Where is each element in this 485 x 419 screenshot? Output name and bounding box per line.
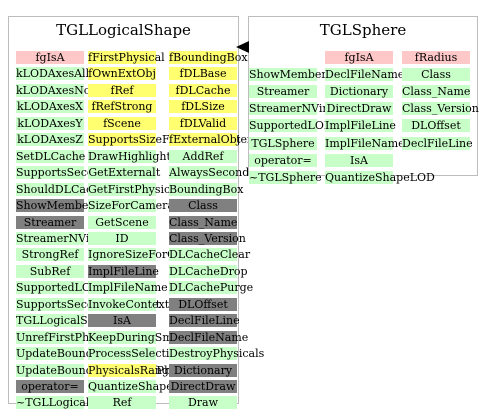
member-cell: fDLBase xyxy=(169,67,237,81)
member-cell: TGLLogicalShape xyxy=(16,314,115,328)
member-cell: fDLValid xyxy=(169,116,237,130)
member-cell: DirectDraw xyxy=(169,380,237,393)
member-cell: ID xyxy=(88,231,156,245)
member-cell: Draw xyxy=(169,396,237,410)
member-cell: ~TGLSphere xyxy=(249,170,322,184)
inheritance-arrow-icon xyxy=(236,41,249,53)
member-cell: DeclFileName xyxy=(169,330,249,344)
member-cell: Class_Version xyxy=(402,102,479,116)
member-cell: fRef xyxy=(88,83,156,97)
member-cell: StrongRef xyxy=(16,248,84,262)
member-cell: StreamerNVirtual xyxy=(249,102,350,116)
member-cell: operator= xyxy=(16,380,84,393)
member-cell: Dictionary xyxy=(169,363,237,377)
member-cell: ShowMembers xyxy=(16,199,100,213)
member-cell: UpdateBoundingBox xyxy=(16,347,132,361)
member-cell: GetExternal xyxy=(88,166,156,180)
member-cell: Dictionary xyxy=(325,85,393,99)
member-cell: IgnoreSizeForOfInterest xyxy=(88,248,225,262)
member-cell: fgIsA xyxy=(325,51,393,64)
member-cell: QuantizeShapeLOD xyxy=(325,170,435,184)
member-cell: InvokeContextMenu xyxy=(88,297,202,311)
member-cell: DrawHighlight xyxy=(88,149,171,163)
member-cell: kLODAxesY xyxy=(16,116,84,130)
member-cell: fScene xyxy=(88,116,156,130)
member-cell: AlwaysSecondarySelect xyxy=(169,166,302,180)
member-cell: DLOffset xyxy=(169,297,237,311)
member-cell: UnrefFirstPhysical xyxy=(16,330,121,344)
member-cell: DLCacheDrop xyxy=(169,264,248,278)
member-cell: Ref xyxy=(88,396,156,410)
member-cell: SetDLCache xyxy=(16,149,86,163)
class-title: TGLSphere xyxy=(319,21,407,39)
member-cell: QuantizeShapeLOD xyxy=(88,380,198,393)
member-cell: ImplFileName xyxy=(325,136,405,150)
member-cell: SupportsSizeForCameraInterest xyxy=(88,133,269,147)
member-cell: fDLSize xyxy=(169,100,237,114)
member-cell: UpdateBoundingBoxesOfPhysicals xyxy=(16,363,208,377)
class-box-tgllogicalshape: TGLLogicalShape fgIsA kLODAxesAll kLODAxes… xyxy=(8,16,302,410)
member-cell: kLODAxesNone xyxy=(16,83,104,97)
member-cell: KeepDuringSmartRefresh xyxy=(88,330,233,344)
member-cell: Class_Name xyxy=(169,215,238,229)
member-cell: ProcessSelection xyxy=(88,347,184,361)
member-cell: DLOffset xyxy=(402,119,470,133)
member-cell: fExternalObj xyxy=(169,133,241,147)
member-cell: fRefStrong xyxy=(88,100,156,114)
member-cell: ~TGLLogicalShape xyxy=(16,396,125,410)
member-cell: BoundingBox xyxy=(169,182,244,196)
member-cell: DirectDraw xyxy=(325,102,393,116)
member-cell: DeclFileLine xyxy=(169,314,240,328)
member-cell: operator= xyxy=(249,153,317,167)
member-cell: GetFirstPhysical xyxy=(88,182,181,196)
member-cell: SubRef xyxy=(16,264,84,278)
member-cell: DeclFileLine xyxy=(402,136,473,150)
class-title: TGLLogicalShape xyxy=(56,21,191,39)
member-cell: DLCachePurge xyxy=(169,281,254,295)
member-cell: fgIsA xyxy=(16,51,84,64)
member-cell: Class xyxy=(402,68,470,82)
member-cell: TGLSphere xyxy=(249,136,317,150)
member-cell: Class_Version xyxy=(169,231,246,245)
member-cell: DeclFileName xyxy=(325,68,405,82)
member-cell: GetScene xyxy=(88,215,156,229)
member-cell: fDLCache xyxy=(169,83,237,97)
member-cell: Streamer xyxy=(249,85,317,99)
member-cell: ShouldDLCache xyxy=(16,182,106,196)
member-cell: Streamer xyxy=(16,215,84,229)
member-cell: StreamerNVirtual xyxy=(16,231,117,245)
member-cell: kLODAxesX xyxy=(16,100,84,114)
member-cell: PhysicalsRange xyxy=(88,363,176,377)
member-cell: Class xyxy=(169,199,237,213)
member-cell: ShowMembers xyxy=(249,68,333,82)
member-cell: SupportedLODAxes xyxy=(249,119,359,133)
member-cell: DestroyPhysicals xyxy=(169,347,265,361)
member-cell: SizeForCameraInterest xyxy=(88,199,219,213)
member-cell: IsA xyxy=(325,153,393,167)
member-cell: ImplFileLine xyxy=(88,264,159,278)
member-cell: SupportsSecondarySelect xyxy=(16,297,160,311)
member-cell: SupportedLODAxes xyxy=(16,281,126,295)
member-cell: kLODAxesAll xyxy=(16,67,90,81)
member-cell: IsA xyxy=(88,314,156,328)
member-cell: Class_Name xyxy=(402,85,471,99)
member-cell: ImplFileName xyxy=(88,281,168,295)
member-cell: DLCacheClear xyxy=(169,248,251,262)
member-cell: fRadius xyxy=(402,51,470,64)
member-cell: fFirstPhysical xyxy=(88,51,165,64)
member-cell: kLODAxesZ xyxy=(16,133,84,147)
member-cell: fOwnExtObj xyxy=(88,67,156,81)
member-cell: fBoundingBox xyxy=(169,51,248,64)
member-cell: ImplFileLine xyxy=(325,119,396,133)
member-cell: SupportsSecondarySelect xyxy=(16,166,160,180)
member-cell: AddRef xyxy=(169,149,237,163)
